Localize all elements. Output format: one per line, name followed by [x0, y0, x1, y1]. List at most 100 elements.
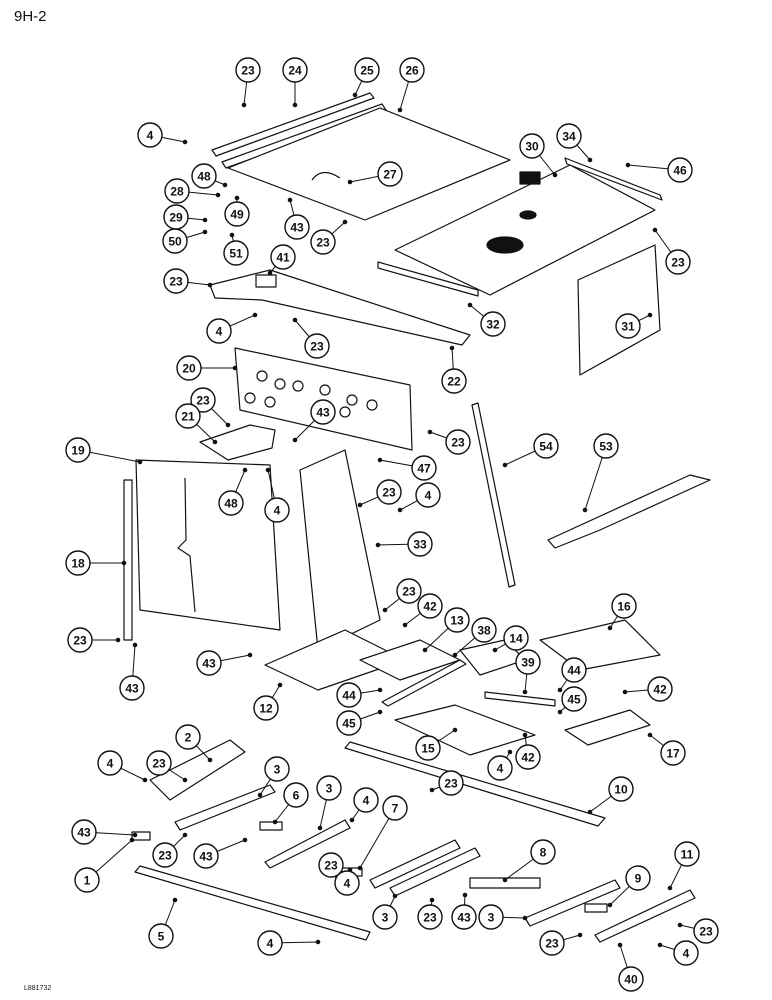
panel-holes: [244, 370, 378, 418]
leader-arrow-tip: [625, 162, 631, 168]
leader-arrow-tip: [402, 622, 408, 628]
callout-circle: [611, 593, 637, 619]
callout-number: 53: [599, 440, 613, 454]
callout-circle: [407, 531, 433, 557]
callout-number: 23: [241, 64, 255, 78]
rail-3-a: [174, 784, 276, 831]
callout-6: 6: [283, 782, 309, 808]
callout-number: 40: [624, 973, 638, 987]
leader-arrow-tip: [234, 195, 240, 201]
callout-circle: [674, 841, 700, 867]
callout-4: 4: [264, 497, 290, 523]
callout-16: 16: [611, 593, 637, 619]
callout-circle: [310, 229, 336, 255]
callout-number: 10: [614, 783, 628, 797]
callout-26: 26: [399, 57, 425, 83]
leader-arrow-tip: [265, 467, 271, 473]
leader-arrow-tip: [587, 157, 593, 163]
callout-circle: [193, 843, 219, 869]
callout-44: 44: [336, 682, 362, 708]
callout-number: 43: [316, 406, 330, 420]
callout-circle: [441, 368, 467, 394]
callout-circle: [417, 593, 443, 619]
callout-number: 4: [267, 937, 274, 951]
callout-3: 3: [372, 904, 398, 930]
callout-23: 23: [67, 627, 93, 653]
callout-number: 32: [486, 318, 500, 332]
leader-arrow-tip: [121, 560, 127, 566]
callout-number: 47: [417, 462, 431, 476]
callout-circle: [175, 403, 201, 429]
leader-arrow-tip: [277, 682, 283, 688]
rail-3-d: [389, 847, 481, 897]
leader-arrow-tip: [215, 192, 221, 198]
mounting-bracket: [199, 424, 276, 461]
leader-arrow-tip: [429, 897, 435, 903]
leader-arrow-tip: [247, 652, 253, 658]
callout-circle: [693, 918, 719, 944]
callout-number: 6: [293, 789, 300, 803]
callout-number: 1: [84, 874, 91, 888]
callout-number: 33: [413, 538, 427, 552]
leader-arrow-tip: [252, 312, 258, 318]
leader-arrow-tip: [587, 809, 593, 815]
callout-3: 3: [264, 756, 290, 782]
callout-23: 23: [445, 429, 471, 455]
callout-54: 54: [533, 433, 559, 459]
leader-arrow-tip: [207, 757, 213, 763]
callout-number: 14: [509, 632, 523, 646]
callout-4: 4: [206, 318, 232, 344]
leader-arrow-tip: [377, 687, 383, 693]
leader-arrow-tip: [667, 885, 673, 891]
floor-plate-16: [539, 619, 661, 671]
callout-number: 28: [170, 185, 184, 199]
vertical-strip: [123, 479, 133, 641]
callout-1: 1: [74, 867, 100, 893]
leader-arrow-tip: [552, 172, 558, 178]
page-code: 9H-2: [14, 8, 47, 25]
callout-44: 44: [561, 657, 587, 683]
callout-circle: [253, 695, 279, 721]
callout-circle: [206, 318, 232, 344]
leader-arrow-tip: [429, 787, 435, 793]
callout-number: 46: [673, 164, 687, 178]
callout-circle: [445, 429, 471, 455]
callout-40: 40: [618, 966, 644, 992]
callout-circle: [190, 387, 216, 413]
callout-3: 3: [316, 775, 342, 801]
callout-number: 9: [635, 872, 642, 886]
callout-32: 32: [480, 311, 506, 337]
callout-number: 4: [344, 877, 351, 891]
door-strip: [471, 402, 516, 588]
leader-arrow-tip: [377, 457, 383, 463]
angle-trim: [547, 474, 711, 549]
floor-strip-39: [484, 691, 556, 707]
callout-7: 7: [382, 795, 408, 821]
callout-number: 48: [197, 170, 211, 184]
callout-circle: [399, 57, 425, 83]
callout-number: 24: [288, 64, 302, 78]
callout-circle: [556, 123, 582, 149]
callout-number: 4: [216, 325, 223, 339]
leader-arrow-tip: [502, 877, 508, 883]
callout-28: 28: [164, 178, 190, 204]
callout-circle: [372, 904, 398, 930]
callout-circle: [264, 497, 290, 523]
leader-arrow-tip: [242, 837, 248, 843]
callout-number: 23: [316, 236, 330, 250]
callout-circle: [625, 865, 651, 891]
roof-cutout: [519, 171, 541, 185]
callout-circle: [415, 482, 441, 508]
callout-number: 7: [392, 802, 399, 816]
callout-number: 23: [196, 394, 210, 408]
callout-number: 8: [540, 846, 547, 860]
leader-arrow-tip: [492, 647, 498, 653]
callout-17: 17: [660, 740, 686, 766]
long-beam-5: [134, 865, 371, 941]
callout-circle: [146, 750, 172, 776]
callout-number: 4: [107, 757, 114, 771]
callout-circle: [164, 178, 190, 204]
callout-circle: [218, 490, 244, 516]
callout-circle: [519, 133, 545, 159]
callout-15: 15: [415, 735, 441, 761]
